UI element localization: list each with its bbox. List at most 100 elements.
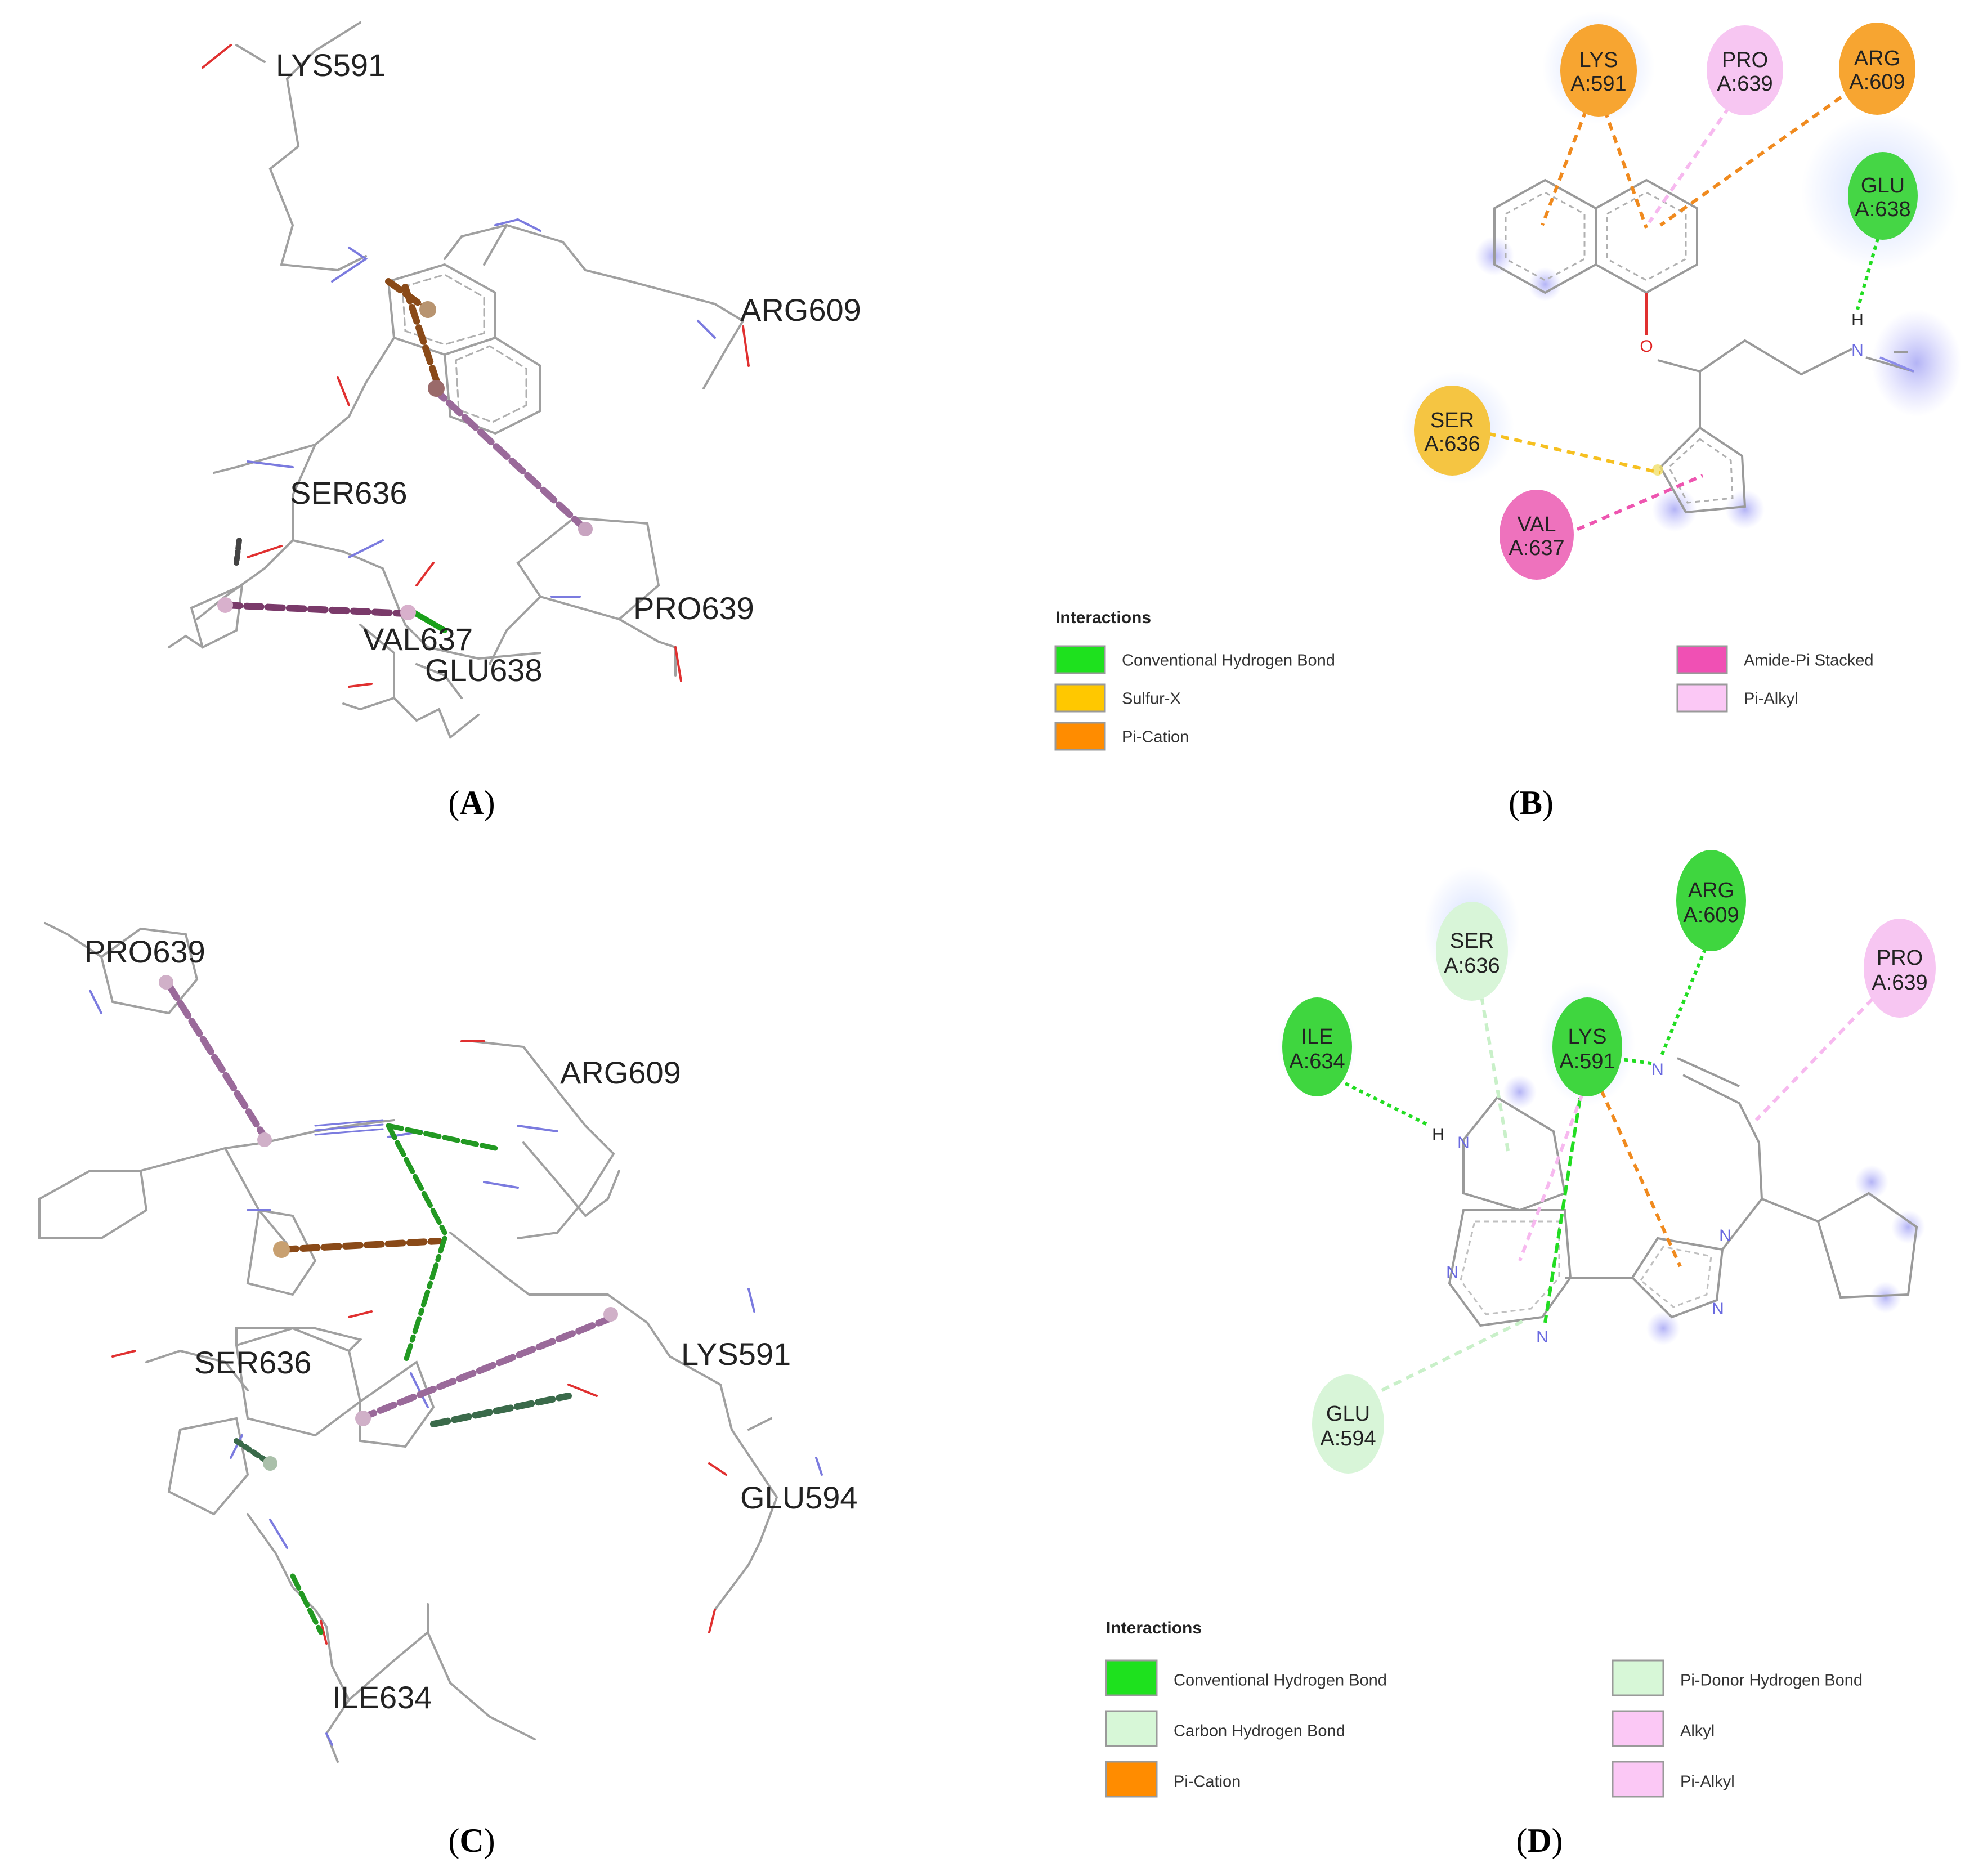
panel-c-caption: (C) (448, 1822, 495, 1859)
panel-b-legend-item: Amide-Pi Stacked (1676, 645, 1874, 674)
panel-b-legend-title: Interactions (1055, 608, 1151, 627)
panel-c-label-pro639: PRO639 (84, 934, 205, 969)
panel-d-residue-bubble (1676, 850, 1746, 951)
panel-b-residue-bubble (1707, 25, 1783, 115)
panel-d-residue-id: A:636 (1444, 954, 1500, 978)
panel-d-2d-diagram: N H N N N N N (1278, 867, 1933, 1392)
panel-a-label-arg609: ARG609 (740, 292, 861, 328)
panel-c-3d-view (38, 922, 823, 1763)
panel-b-legend-label: Pi-Cation (1122, 728, 1189, 746)
panel-b-residue-name: PRO (1722, 48, 1768, 72)
panel-d-residues: SERA:636ARGA:609PROA:639ILEA:634LYSA:591… (1282, 850, 1936, 1474)
panel-b-legend-swatch (1054, 645, 1106, 674)
panel-a-label-lys591: LYS591 (276, 47, 386, 83)
panel-b-residue-bubble (1839, 23, 1915, 115)
panel-c-label-lys591: LYS591 (681, 1336, 791, 1372)
panel-d-atom-n6: N (1712, 1300, 1724, 1318)
panel-d-legend-swatch (1612, 1659, 1664, 1696)
panel-b-legend-swatch (1676, 683, 1728, 713)
panel-d-residue-id: A:634 (1289, 1050, 1345, 1073)
panel-b-legend-item: Conventional Hydrogen Bond (1054, 645, 1335, 674)
panel-a-3d-view (168, 21, 750, 740)
panel-b-residue-name: LYS (1579, 48, 1618, 72)
panel-b-legend-label: Conventional Hydrogen Bond (1122, 652, 1335, 670)
panel-b-atom-o: O (1640, 337, 1653, 356)
panel-d-legend-swatch (1105, 1710, 1158, 1747)
panel-b-legend-label: Amide-Pi Stacked (1744, 652, 1874, 670)
panel-b-legend-item: Pi-Alkyl (1676, 683, 1798, 713)
panel-d-legend-label: Pi-Donor Hydrogen Bond (1680, 1672, 1863, 1690)
panel-d-residue-id: A:591 (1559, 1050, 1615, 1073)
panel-d-residue-name: ILE (1301, 1025, 1333, 1049)
panel-d-residue-bubble (1436, 902, 1508, 1001)
panel-d-atom-n2: N (1446, 1263, 1458, 1282)
panel-d-atom-n1: N (1457, 1134, 1470, 1152)
panel-d-legend-item: Pi-Alkyl (1612, 1761, 1735, 1798)
panel-b-residue-id: A:637 (1509, 536, 1564, 560)
panel-c-label-ser636: SER636 (194, 1345, 312, 1380)
panel-d-residue-name: LYS (1568, 1025, 1606, 1049)
panel-b-residue-bubble (1500, 490, 1574, 580)
panel-d-caption: (D) (1516, 1822, 1563, 1859)
panel-d-legend-item: Alkyl (1612, 1710, 1715, 1747)
panel-d-legend-swatch (1612, 1710, 1664, 1747)
panel-b-atom-h: H (1851, 311, 1864, 329)
panel-d-residue-name: PRO (1877, 946, 1923, 970)
panel-d-residue-name: GLU (1326, 1402, 1370, 1426)
panel-a-label-ser636: SER636 (290, 475, 408, 511)
panel-d-legend-swatch (1612, 1761, 1664, 1798)
panel-b-residue-id: A:609 (1849, 70, 1905, 94)
panel-a-label-pro639: PRO639 (633, 590, 754, 626)
panel-b-legend-item: Pi-Cation (1054, 722, 1189, 751)
panel-d-legend-label: Pi-Cation (1174, 1773, 1241, 1791)
panel-b-legend-swatch (1676, 645, 1728, 674)
panel-d-atom-n5: N (1719, 1226, 1731, 1245)
panel-b-residue-bubble (1560, 24, 1637, 117)
panel-d-legend-item: Conventional Hydrogen Bond (1105, 1659, 1387, 1696)
panel-d-residue-id: A:639 (1872, 971, 1927, 995)
panel-b-residue-id: A:638 (1855, 198, 1910, 221)
panel-d-legend-item: Pi-Cation (1105, 1761, 1241, 1798)
panel-b-residue-id: A:636 (1424, 432, 1480, 456)
panel-b-residue-name: GLU (1861, 174, 1905, 198)
panel-b-residue-name: ARG (1854, 47, 1900, 70)
panel-d-atom-h: H (1432, 1125, 1444, 1144)
panel-d-legend: Interactions Conventional Hydrogen BondC… (1105, 1619, 1863, 1798)
panel-b-caption: (B) (1509, 784, 1554, 821)
panel-b-residue-bubble (1848, 152, 1918, 240)
panel-b-legend: Interactions Conventional Hydrogen BondS… (1054, 608, 1874, 751)
panel-b-residues: LYSA:591PROA:639ARGA:609GLUA:638SERA:636… (1414, 23, 1918, 580)
panel-b-legend-item: Sulfur-X (1054, 683, 1181, 713)
panel-d-residue-id: A:594 (1320, 1427, 1376, 1450)
panel-d-legend-label: Pi-Alkyl (1680, 1773, 1735, 1791)
panel-d-legend-swatch (1105, 1659, 1158, 1696)
panel-d-residue-bubble (1282, 997, 1352, 1096)
panel-b-residue-name: VAL (1517, 513, 1556, 536)
panel-b-legend-swatch (1054, 683, 1106, 713)
panel-d-residue-name: ARG (1688, 879, 1734, 902)
panel-d-atom-n4: N (1651, 1060, 1664, 1079)
panel-a-label-val637: VAL637 (363, 621, 473, 657)
panel-d-residue-bubble (1552, 997, 1622, 1096)
panel-c-label-arg609: ARG609 (560, 1055, 681, 1090)
panel-b-legend-swatch (1054, 722, 1106, 751)
panel-d-legend-label: Conventional Hydrogen Bond (1174, 1672, 1387, 1690)
panel-c-label-glu594: GLU594 (740, 1480, 858, 1515)
panel-d-legend-title: Interactions (1106, 1619, 1202, 1637)
panel-d-legend-label: Alkyl (1680, 1722, 1715, 1740)
panel-c-label-ile634: ILE634 (332, 1680, 432, 1715)
panel-b-legend-label: Sulfur-X (1122, 690, 1181, 708)
panel-d-legend-item: Pi-Donor Hydrogen Bond (1612, 1659, 1863, 1696)
panel-b-residue-id: A:639 (1717, 72, 1772, 96)
panel-d-legend-item: Carbon Hydrogen Bond (1105, 1710, 1345, 1747)
panel-d-residue-bubble (1864, 919, 1936, 1018)
